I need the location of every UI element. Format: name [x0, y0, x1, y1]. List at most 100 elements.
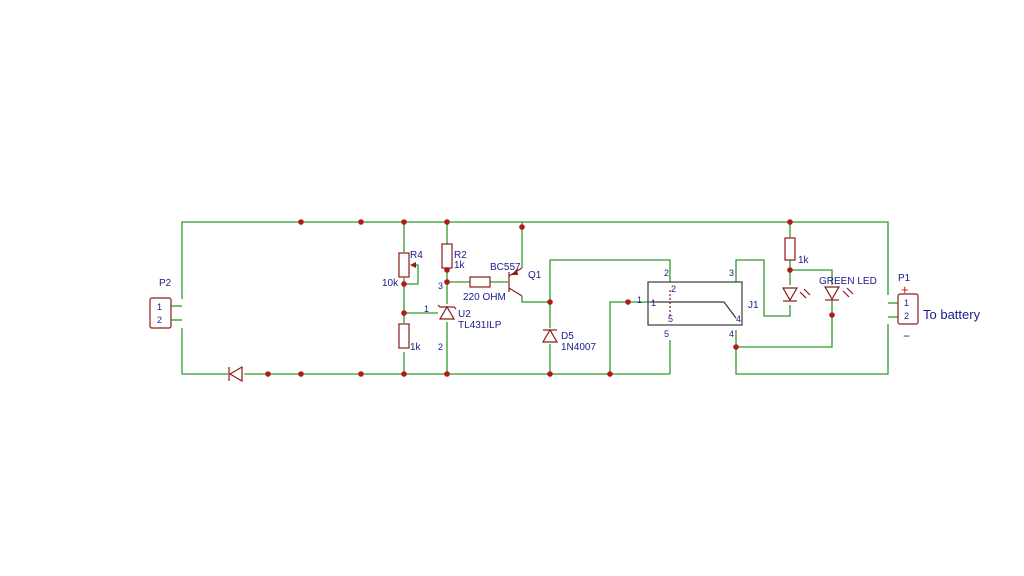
resistor-bottom-body — [398, 323, 410, 349]
wire-top-rail — [181, 221, 889, 299]
junction-dot — [401, 310, 407, 316]
resistor-base[interactable]: 220 OHM — [463, 276, 506, 303]
wire-relay-coil-2 — [549, 259, 671, 302]
relay-j1-pin1: 1 — [637, 295, 642, 305]
junction-dot — [547, 299, 553, 305]
led-green-value: GREEN LED — [819, 276, 877, 287]
led-red-ray-1 — [799, 291, 807, 299]
connector-p1-pin2: 2 — [904, 311, 909, 321]
regulator-u2-pin2: 2 — [438, 342, 443, 352]
junction-dot — [401, 219, 407, 225]
resistor-r2-body — [441, 243, 453, 269]
resistor-led-value: 1k — [798, 255, 810, 266]
resistor-led-body — [784, 237, 796, 261]
connector-p1-plus: + — [901, 282, 909, 297]
relay-j1-pin4-inner: 4 — [736, 314, 741, 324]
junctions — [265, 219, 835, 377]
connector-p2-ref: P2 — [159, 278, 172, 289]
junction-dot — [401, 371, 407, 377]
resistor-bottom[interactable]: 1k — [398, 323, 422, 353]
potentiometer-r4-value: 10k — [382, 278, 399, 289]
junction-dot — [625, 299, 631, 305]
connector-p1[interactable]: 1 2 P1 + − To battery — [897, 273, 981, 343]
regulator-u2[interactable]: 3 1 2 U2 TL431ILP — [424, 281, 502, 352]
junction-dot — [547, 371, 553, 377]
transistor-q1-arrow — [511, 269, 518, 275]
junction-dot — [607, 371, 613, 377]
junction-dot — [444, 219, 450, 225]
resistor-r2[interactable]: R2 1k — [441, 243, 467, 271]
resistor-bottom-value: 1k — [410, 342, 422, 353]
wire-relay-pin1 — [609, 301, 650, 374]
diode-rail-triangle — [228, 365, 243, 383]
junction-dot — [787, 219, 793, 225]
potentiometer-r4-ref: R4 — [410, 250, 423, 261]
relay-j1-pin1-inner: 1 — [651, 298, 656, 308]
junction-dot — [298, 371, 304, 377]
relay-j1-contact — [650, 301, 737, 319]
relay-j1[interactable]: 1 1 2 2 5 5 3 4 4 J1 — [637, 268, 759, 339]
regulator-u2-pin1: 1 — [424, 304, 429, 314]
led-green-ray-1 — [842, 290, 850, 298]
led-green-ray-2 — [846, 287, 854, 295]
resistor-base-value: 220 OHM — [463, 292, 506, 303]
resistor-r2-ref: R2 — [454, 250, 467, 261]
junction-dot — [519, 224, 525, 230]
resistor-r2-value: 1k — [454, 260, 466, 271]
junction-dot — [444, 371, 450, 377]
relay-j1-pin5-inner: 5 — [668, 314, 673, 324]
relay-j1-ref: J1 — [748, 300, 759, 311]
junction-dot — [298, 219, 304, 225]
diode-d5-triangle — [541, 328, 559, 343]
led-red[interactable] — [781, 287, 811, 302]
connector-p2[interactable]: 1 2 P2 — [149, 278, 172, 329]
connector-p1-minus: − — [903, 329, 910, 343]
junction-dot — [829, 312, 835, 318]
regulator-u2-ref: U2 — [458, 309, 471, 320]
led-green-triangle — [823, 286, 841, 301]
diode-d5-ref: D5 — [561, 331, 574, 342]
potentiometer-r4-body — [398, 252, 410, 278]
diode-d5[interactable]: D5 1N4007 — [541, 328, 596, 353]
wire-bottom-rail — [181, 328, 228, 375]
led-red-ray-2 — [803, 288, 811, 296]
relay-j1-pin3: 3 — [729, 268, 734, 278]
connector-p2-pin1: 1 — [157, 302, 162, 312]
junction-dot — [787, 267, 793, 273]
regulator-u2-triangle — [438, 305, 456, 320]
resistor-led[interactable]: 1k — [784, 237, 810, 266]
connector-p2-body — [149, 297, 172, 329]
connector-p2-pin2: 2 — [157, 315, 162, 325]
transistor-q1-value: BC557 — [490, 262, 521, 273]
junction-dot — [733, 344, 739, 350]
led-red-triangle — [781, 287, 799, 302]
relay-j1-pin2-inner: 2 — [671, 284, 676, 294]
transistor-q1[interactable]: BC557 Q1 — [490, 262, 542, 297]
connector-p1-body — [897, 293, 919, 325]
connector-p1-note: To battery — [923, 307, 981, 322]
wire-relay-pin3 — [735, 259, 791, 317]
junction-dot — [444, 279, 450, 285]
led-green[interactable]: GREEN LED — [819, 276, 877, 301]
relay-j1-pin4: 4 — [729, 329, 734, 339]
diode-rail[interactable] — [228, 365, 243, 383]
potentiometer-r4[interactable]: R4 10k — [382, 250, 423, 289]
wire-q1-collector — [521, 296, 550, 303]
relay-j1-pin2: 2 — [664, 268, 669, 278]
relay-j1-pin5: 5 — [664, 329, 669, 339]
potentiometer-r4-wiper-arrow — [410, 262, 416, 268]
regulator-u2-pin3: 3 — [438, 281, 443, 291]
transistor-q1-collector-leg — [508, 287, 523, 297]
diode-d5-value: 1N4007 — [561, 342, 596, 353]
junction-dot — [358, 371, 364, 377]
wire-green-led-top — [790, 269, 833, 285]
junction-dot — [401, 281, 407, 287]
regulator-u2-bar — [437, 304, 457, 310]
regulator-u2-value: TL431ILP — [458, 320, 502, 331]
transistor-q1-ref: Q1 — [528, 270, 542, 281]
junction-dot — [444, 267, 450, 273]
resistor-base-body — [469, 276, 491, 288]
relay-j1-body — [647, 281, 743, 326]
wire-relay-pin4 — [735, 324, 889, 375]
